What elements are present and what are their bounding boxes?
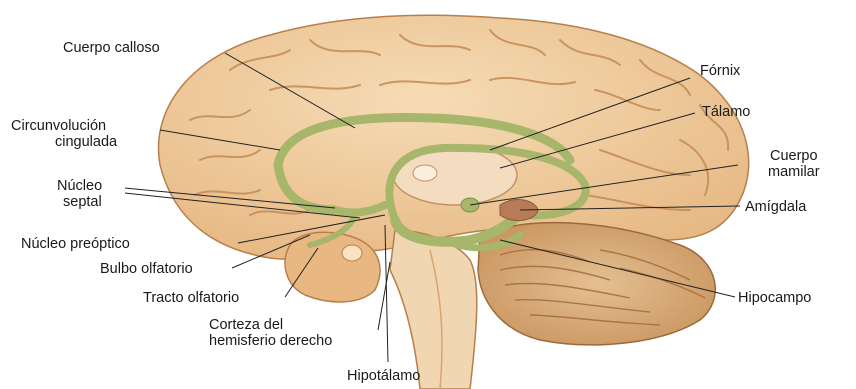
label-corteza-line1: Corteza del bbox=[209, 317, 283, 333]
label-amigdala: Amígdala bbox=[745, 199, 806, 215]
label-circunvolucion-line2: cingulada bbox=[55, 134, 117, 150]
interthalamic-adhesion bbox=[413, 165, 437, 181]
label-tracto-olfatorio: Tracto olfatorio bbox=[143, 290, 239, 306]
label-hipotalamo: Hipotálamo bbox=[347, 368, 420, 384]
temporal-lobe bbox=[285, 232, 380, 302]
label-cuerpo-mamilar-line1: Cuerpo bbox=[770, 148, 818, 164]
label-nucleo-preoptico: Núcleo preóptico bbox=[21, 236, 130, 252]
label-cuerpo-calloso: Cuerpo calloso bbox=[63, 40, 160, 56]
label-fornix: Fórnix bbox=[700, 63, 740, 79]
mammillary-region bbox=[342, 245, 362, 261]
brainstem bbox=[390, 230, 477, 389]
cerebral-hemisphere bbox=[158, 15, 748, 259]
label-circunvolucion-line1: Circunvolución bbox=[11, 118, 106, 134]
label-cuerpo-mamilar-line2: mamilar bbox=[768, 164, 820, 180]
label-nucleo-septal-line2: septal bbox=[63, 194, 102, 210]
label-hipocampo: Hipocampo bbox=[738, 290, 811, 306]
label-talamo: Tálamo bbox=[702, 104, 750, 120]
label-corteza-line2: hemisferio derecho bbox=[209, 333, 332, 349]
label-nucleo-septal-line1: Núcleo bbox=[57, 178, 102, 194]
label-bulbo-olfatorio: Bulbo olfatorio bbox=[100, 261, 193, 277]
